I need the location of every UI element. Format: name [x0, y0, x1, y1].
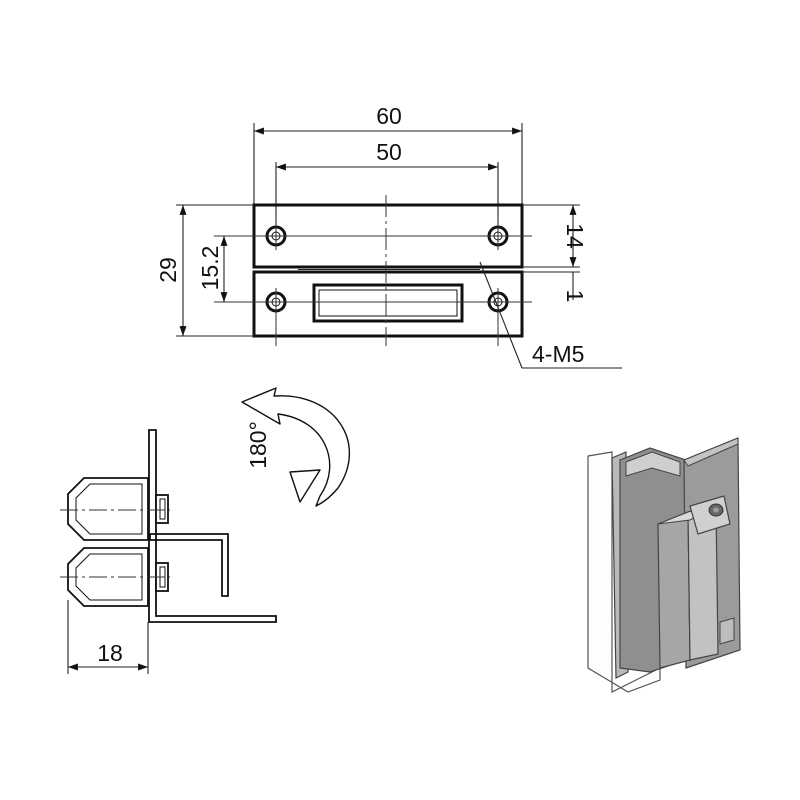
dim-side-depth: 18	[97, 640, 123, 666]
slot	[312, 283, 464, 323]
dim-overall-height: 29	[155, 257, 181, 283]
dim-hole-spacing: 50	[376, 139, 402, 165]
hinge-3d-render	[587, 437, 741, 693]
front-view: 60 50	[155, 103, 622, 369]
dim-leaf-height: 14	[562, 223, 588, 249]
dim-overall-width: 60	[376, 103, 402, 129]
hole-callout: 4-M5	[532, 341, 584, 367]
side-view: 18	[60, 429, 277, 674]
rotation-arrow-icon	[241, 387, 350, 507]
lower-leaf	[252, 270, 524, 338]
rotation-indicator: 180°	[241, 387, 350, 507]
rotation-angle: 180°	[245, 421, 271, 469]
dim-gap: 1	[562, 290, 588, 303]
dim-hole-vertical-spacing: 15.2	[197, 246, 223, 291]
hole-leader	[479, 261, 523, 369]
